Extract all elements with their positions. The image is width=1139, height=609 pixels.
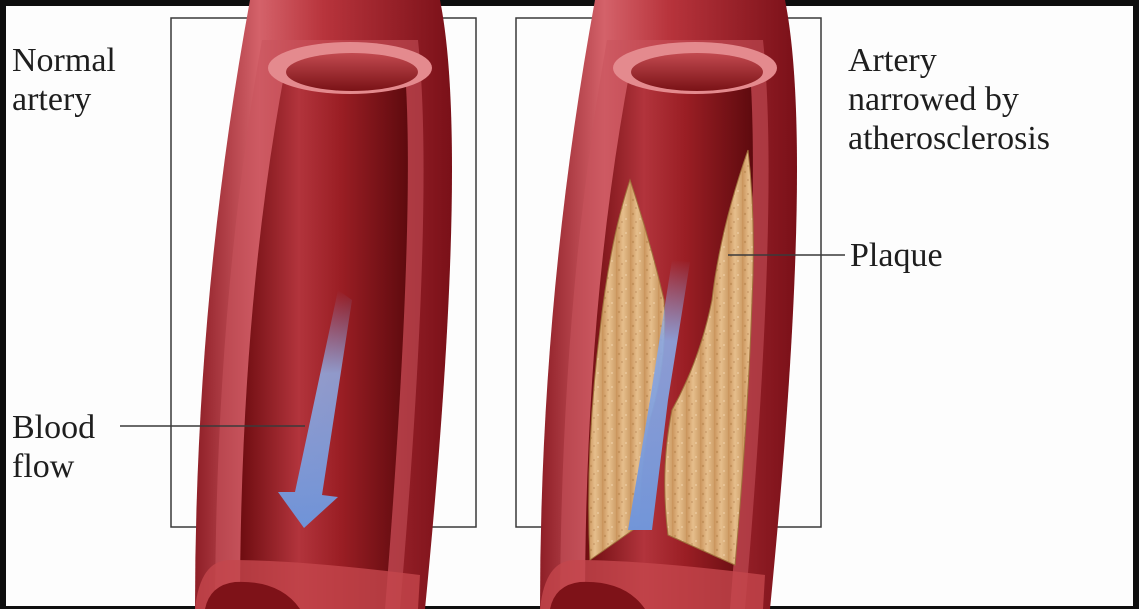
narrowed-artery-label-line-3: atherosclerosis [848, 120, 1050, 157]
normal-artery-label-line-1: Normal [12, 42, 116, 79]
normal-artery-label-line-2: artery [12, 81, 91, 118]
narrowed-artery-label-line-1: Artery [848, 42, 937, 79]
narrowed-artery-label-line-2: narrowed by [848, 81, 1019, 118]
blood-flow-label-line-1: Blood [12, 409, 95, 446]
blood-flow-label-line-2: flow [12, 448, 75, 485]
plaque-label: Plaque [850, 237, 943, 274]
